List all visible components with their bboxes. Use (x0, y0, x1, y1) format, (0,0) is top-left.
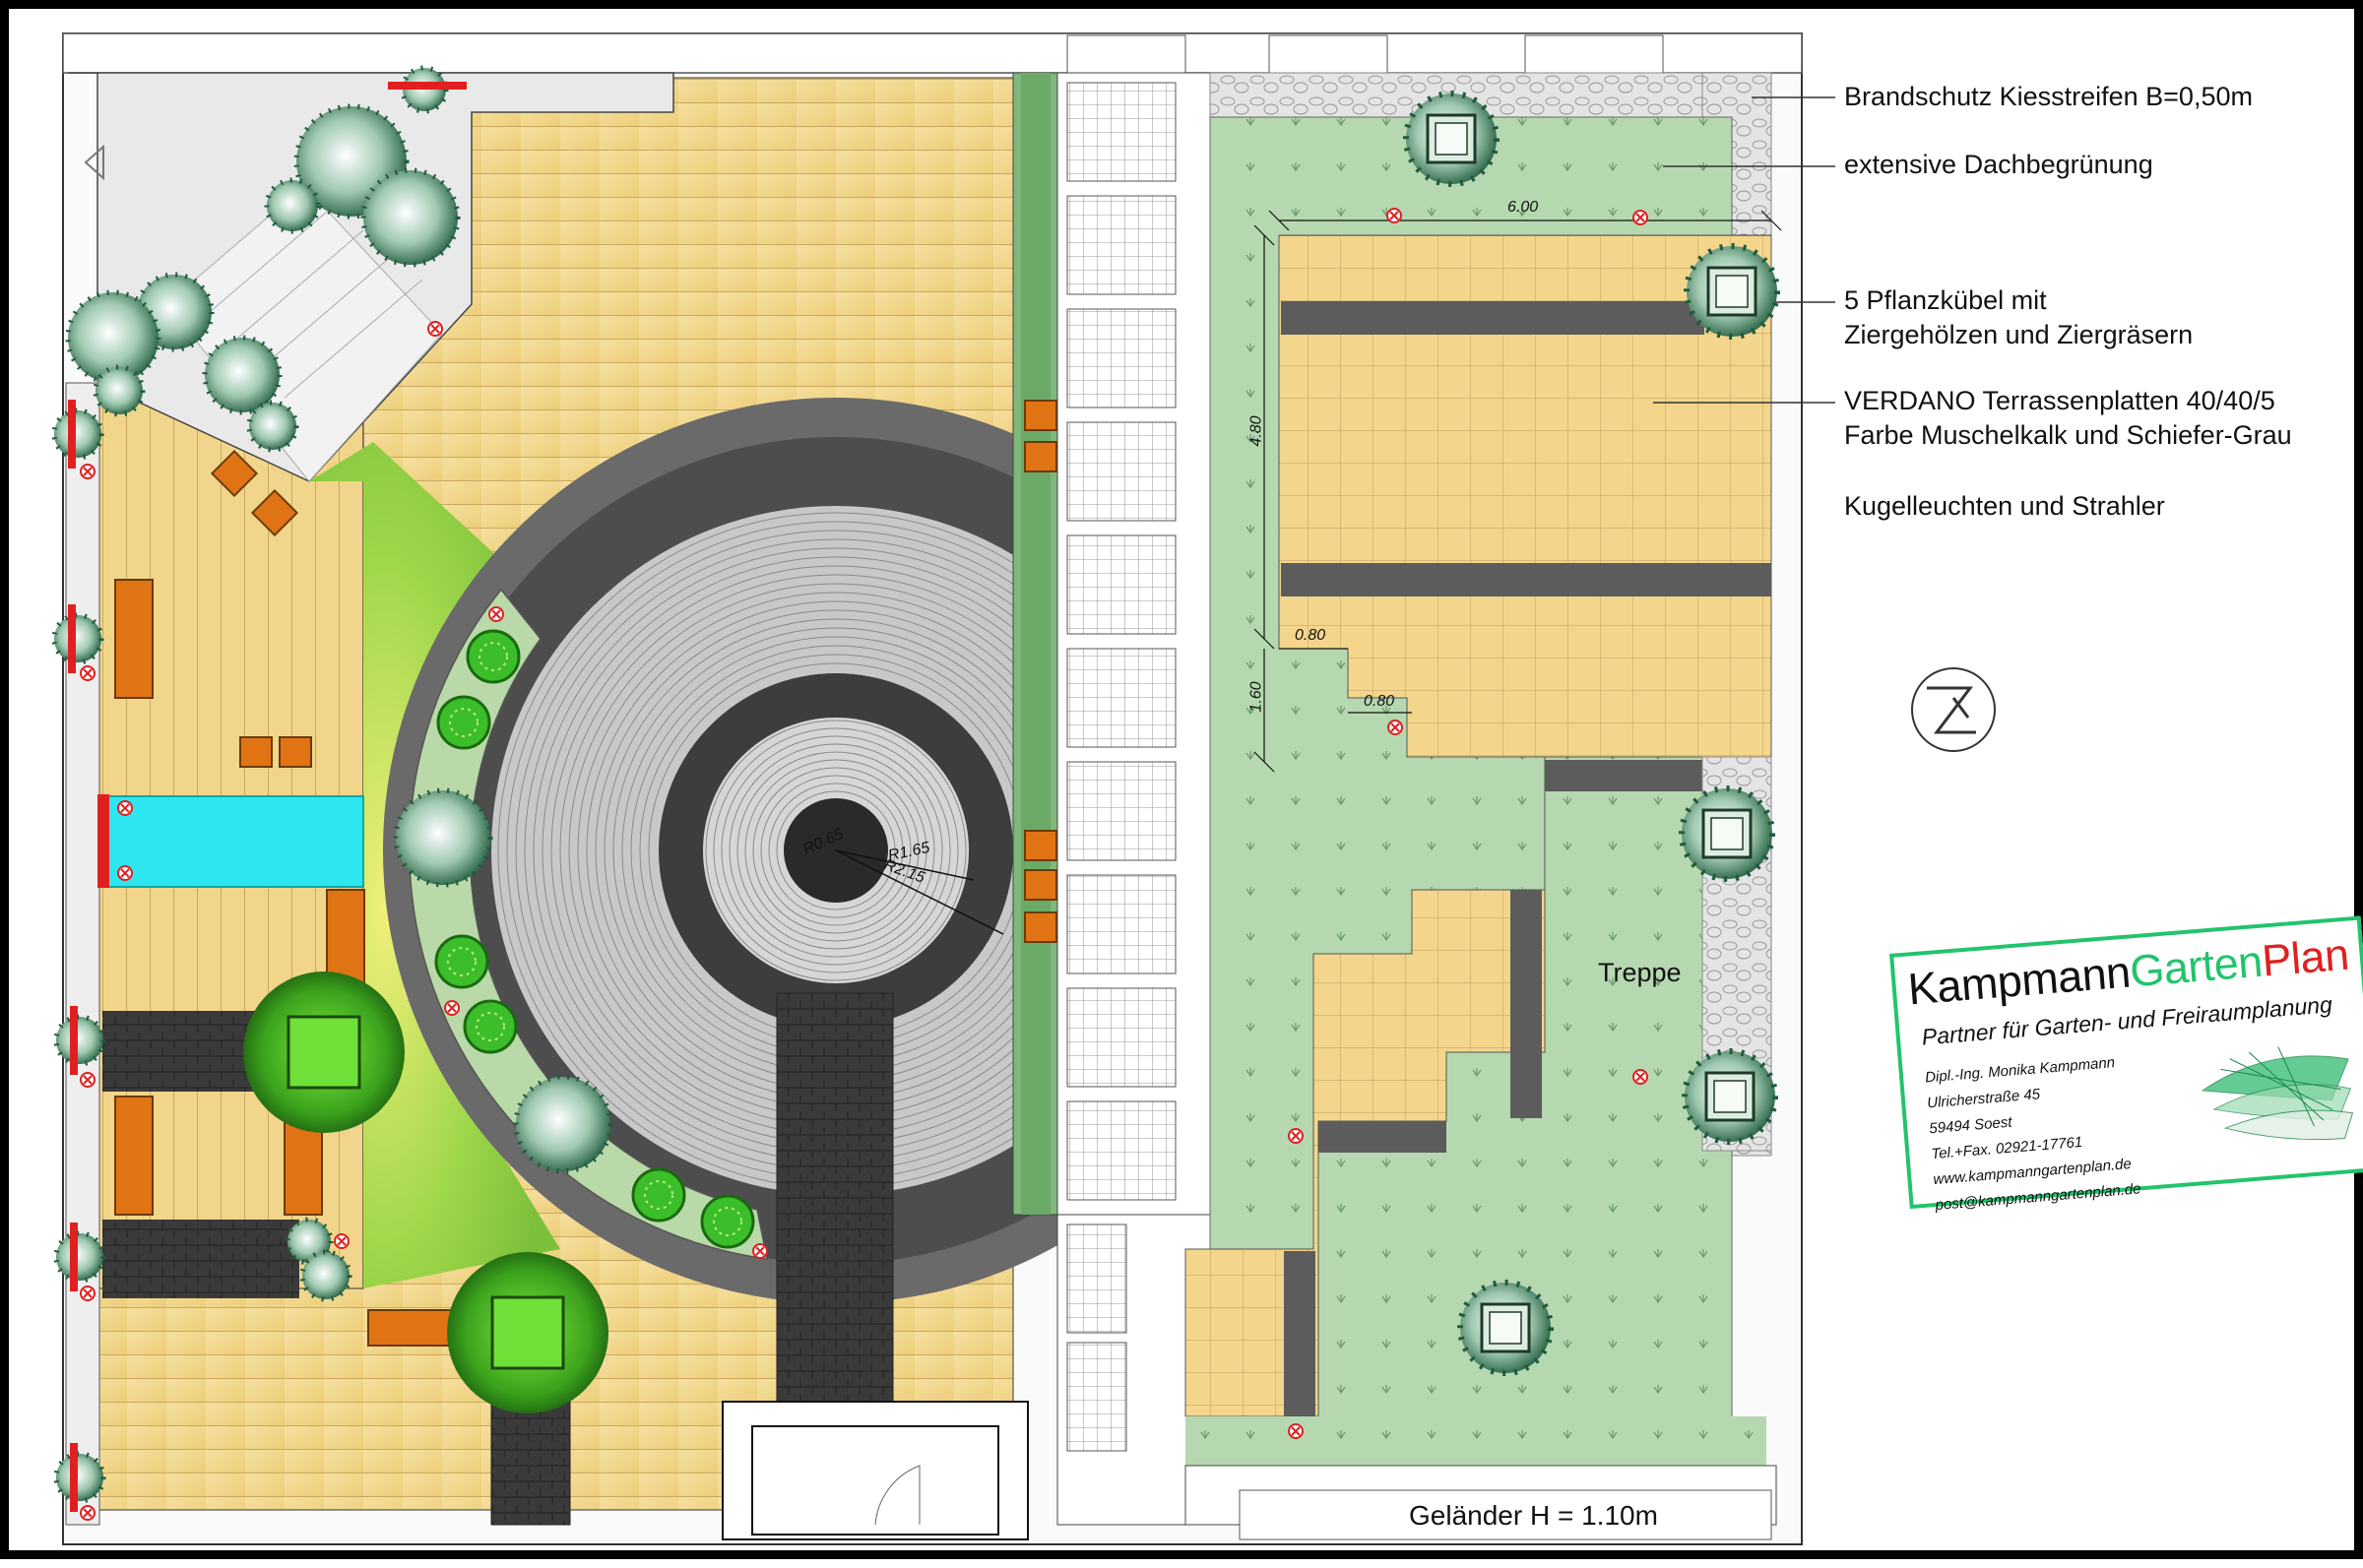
label-tiles: VERDANO Terrassenplatten 40/40/5 Farbe M… (1844, 384, 2292, 453)
label-planters-line2: Ziergehölzen und Ziergräsern (1844, 320, 2194, 349)
skylight (1066, 1100, 1177, 1201)
label-tiles-line1: VERDANO Terrassenplatten 40/40/5 (1844, 386, 2275, 415)
shrub-icon (51, 612, 104, 665)
lamp-icon (1288, 1423, 1304, 1439)
lamp-icon (752, 1243, 768, 1259)
lamp-icon (334, 1233, 350, 1249)
lamp-icon (80, 1072, 96, 1088)
dim-step-height: 1.60 (1247, 681, 1265, 713)
skylight (1066, 648, 1177, 748)
shrub-icon (53, 1451, 106, 1504)
label-railing: Geländer H = 1.10m (1409, 1500, 1658, 1531)
skylight (1066, 195, 1177, 295)
lamp-icon (1632, 210, 1648, 225)
shrub-icon (202, 335, 283, 415)
shrub-icon (513, 1074, 613, 1174)
shrub-icon (65, 289, 161, 386)
lamp-icon (1288, 1128, 1304, 1144)
shrub-icon (285, 1217, 334, 1266)
card-brand-1: Kampmann (1905, 946, 2133, 1015)
skylight (1066, 987, 1177, 1088)
site-plan (51, 32, 1996, 1545)
dim-step-1: 0.80 (1295, 627, 1326, 644)
lamp-icon (1386, 208, 1402, 223)
lamp-icon (117, 865, 133, 881)
label-lights: Kugelleuchten und Strahler (1844, 491, 2165, 521)
lamp-icon (80, 464, 96, 479)
shrub-icon (264, 177, 321, 234)
shrub-icon (51, 408, 104, 461)
label-gravel-strip: Brandschutz Kiesstreifen B=0,50m (1844, 82, 2253, 111)
label-planters: 5 Pflanzkübel mit Ziergehölzen und Zierg… (1844, 283, 2193, 352)
skylight (1066, 421, 1177, 522)
lamp-icon (80, 1286, 96, 1301)
skylight (1066, 874, 1177, 974)
card-brand-2: Garten (2128, 935, 2265, 997)
skylight (1066, 308, 1177, 408)
lamp-icon (117, 800, 133, 816)
skylight (1066, 534, 1177, 635)
skylight (1066, 761, 1177, 861)
lamp-icon (1387, 720, 1403, 735)
company-card: KampmannGartenPlan Partner für Garten- u… (1889, 915, 2363, 1214)
grass-plant-icon (466, 629, 521, 684)
shrub-icon (53, 1230, 106, 1284)
lamp-icon (444, 1000, 460, 1016)
shrub-icon (53, 1014, 106, 1067)
label-tiles-line2: Farbe Muschelkalk und Schiefer-Grau (1844, 420, 2292, 450)
grass-plant-icon (631, 1167, 686, 1223)
lamp-icon (1632, 1069, 1648, 1085)
shrub-icon (93, 364, 146, 417)
grass-plant-icon (463, 999, 518, 1054)
dim-height: 4.80 (1247, 415, 1265, 447)
shrub-icon (299, 1249, 352, 1302)
lamp-icon (80, 1505, 96, 1521)
dim-step-2: 0.80 (1364, 693, 1395, 710)
label-green-roof: extensive Dachbegrünung (1844, 150, 2153, 179)
grass-plant-icon (436, 695, 491, 750)
card-address: Dipl.-Ing. Monika Kampmann Ulricherstraß… (1924, 1049, 2142, 1219)
lamp-icon (80, 665, 96, 681)
dim-width: 6.00 (1507, 199, 1539, 216)
skylight (1066, 82, 1177, 182)
label-stairs: Treppe (1598, 958, 1682, 987)
grass-plant-icon (700, 1194, 755, 1249)
brand-logo-icon (2201, 1046, 2354, 1141)
lamp-icon (427, 321, 443, 337)
shrub-icon (393, 787, 493, 888)
grass-plant-icon (434, 934, 489, 989)
lamp-icon (488, 606, 504, 622)
shrub-icon (360, 167, 461, 268)
label-planters-line1: 5 Pflanzkübel mit (1844, 285, 2047, 315)
card-brand-3: Plan (2260, 928, 2351, 986)
shrub-icon (246, 400, 299, 453)
